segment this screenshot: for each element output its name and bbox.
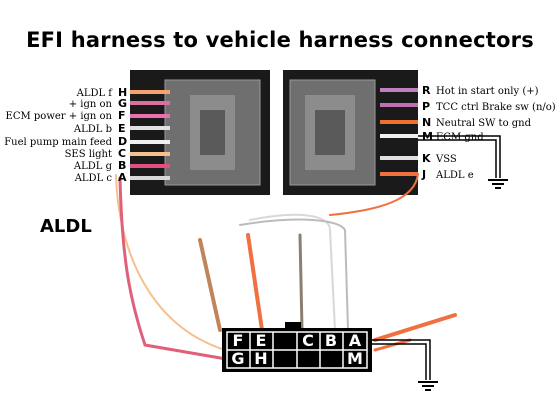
right-label-r: Hot in start only (+) xyxy=(436,86,539,97)
left-label-e: ALDL b xyxy=(73,124,112,135)
right-pin-r: R xyxy=(422,84,431,97)
aldl-label: ALDL xyxy=(40,216,92,237)
right-label-k: VSS xyxy=(436,154,457,165)
left-connector-latch-inner xyxy=(200,110,225,155)
left-pin-f: F xyxy=(118,109,126,122)
left-photo-wires xyxy=(130,90,170,180)
right-pin-m: M xyxy=(422,130,433,143)
bottom-connector-key xyxy=(285,322,301,330)
left-label-a: ALDL c xyxy=(74,173,112,184)
left-label-d: Fuel pump main feed xyxy=(4,137,112,148)
harness-wires xyxy=(115,173,457,362)
right-label-n: Neutral SW to gnd xyxy=(436,118,532,129)
left-pin-g: G xyxy=(118,97,128,110)
left-pin-e: E xyxy=(118,122,126,135)
right-pin-p: P xyxy=(422,100,431,113)
left-pin-d: D xyxy=(118,135,128,148)
right-pin-n: N xyxy=(422,116,432,129)
ecm-ground-wire xyxy=(418,135,501,178)
ground-symbol-lower xyxy=(418,381,438,391)
ground-symbol-upper xyxy=(488,179,508,189)
bottom-connector-grid xyxy=(226,331,368,369)
left-label-c: SES light xyxy=(64,149,112,160)
right-label-m: ECM gnd xyxy=(436,132,484,143)
right-label-p: TCC ctrl Brake sw (n/o) xyxy=(436,102,556,113)
right-label-j: ALDL e xyxy=(436,170,474,181)
bottom-ground-wire xyxy=(372,339,431,380)
left-pin-b: B xyxy=(118,159,127,172)
left-pin-a: A xyxy=(118,171,127,184)
bottom-cell-g: G xyxy=(231,349,245,368)
right-pin-k: K xyxy=(422,152,431,165)
left-label-b: ALDL g xyxy=(73,161,112,172)
bottom-cell-f: F xyxy=(232,331,244,350)
bottom-cell-e: E xyxy=(255,331,267,350)
left-pin-c: C xyxy=(118,147,127,160)
left-label-g: + ign on xyxy=(68,99,112,110)
bottom-cell-a: A xyxy=(348,331,362,350)
bottom-cell-c: C xyxy=(302,331,314,350)
right-connector-latch-inner xyxy=(315,110,345,155)
right-pin-j: J xyxy=(422,168,427,181)
left-label-h: ALDL f xyxy=(76,88,112,99)
left-pin-h: H xyxy=(118,86,128,99)
bottom-cell-m: M xyxy=(347,349,363,368)
bottom-cell-b: B xyxy=(324,331,338,350)
right-photo-wires xyxy=(380,88,418,176)
page-title: EFI harness to vehicle harness connector… xyxy=(26,28,534,52)
bottom-cell-h: H xyxy=(254,349,268,368)
left-label-f: ECM power + ign on xyxy=(5,111,112,122)
